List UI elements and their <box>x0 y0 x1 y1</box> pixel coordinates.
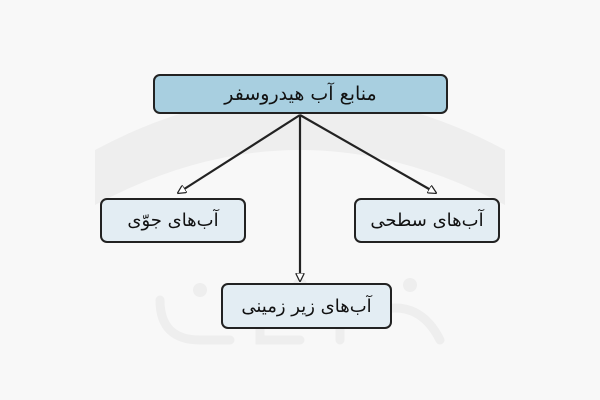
arrow-to-surface-water <box>299 114 436 193</box>
root-node-hydrosphere-water-sources: منابع آب هیدروسفر <box>153 74 448 114</box>
arrow-to-atmospheric-water <box>178 114 301 193</box>
node-surface-water-label: آب‌های سطحی <box>370 210 484 231</box>
node-ground-water: آب‌های زیر زمینی <box>221 283 392 329</box>
node-atmospheric-water: آب‌های جوّی <box>100 198 246 243</box>
node-ground-water-label: آب‌های زیر زمینی <box>241 295 372 317</box>
root-node-label: منابع آب هیدروسفر <box>224 83 377 105</box>
node-atmospheric-water-label: آب‌های جوّی <box>127 210 219 231</box>
node-surface-water: آب‌های سطحی <box>354 198 500 243</box>
